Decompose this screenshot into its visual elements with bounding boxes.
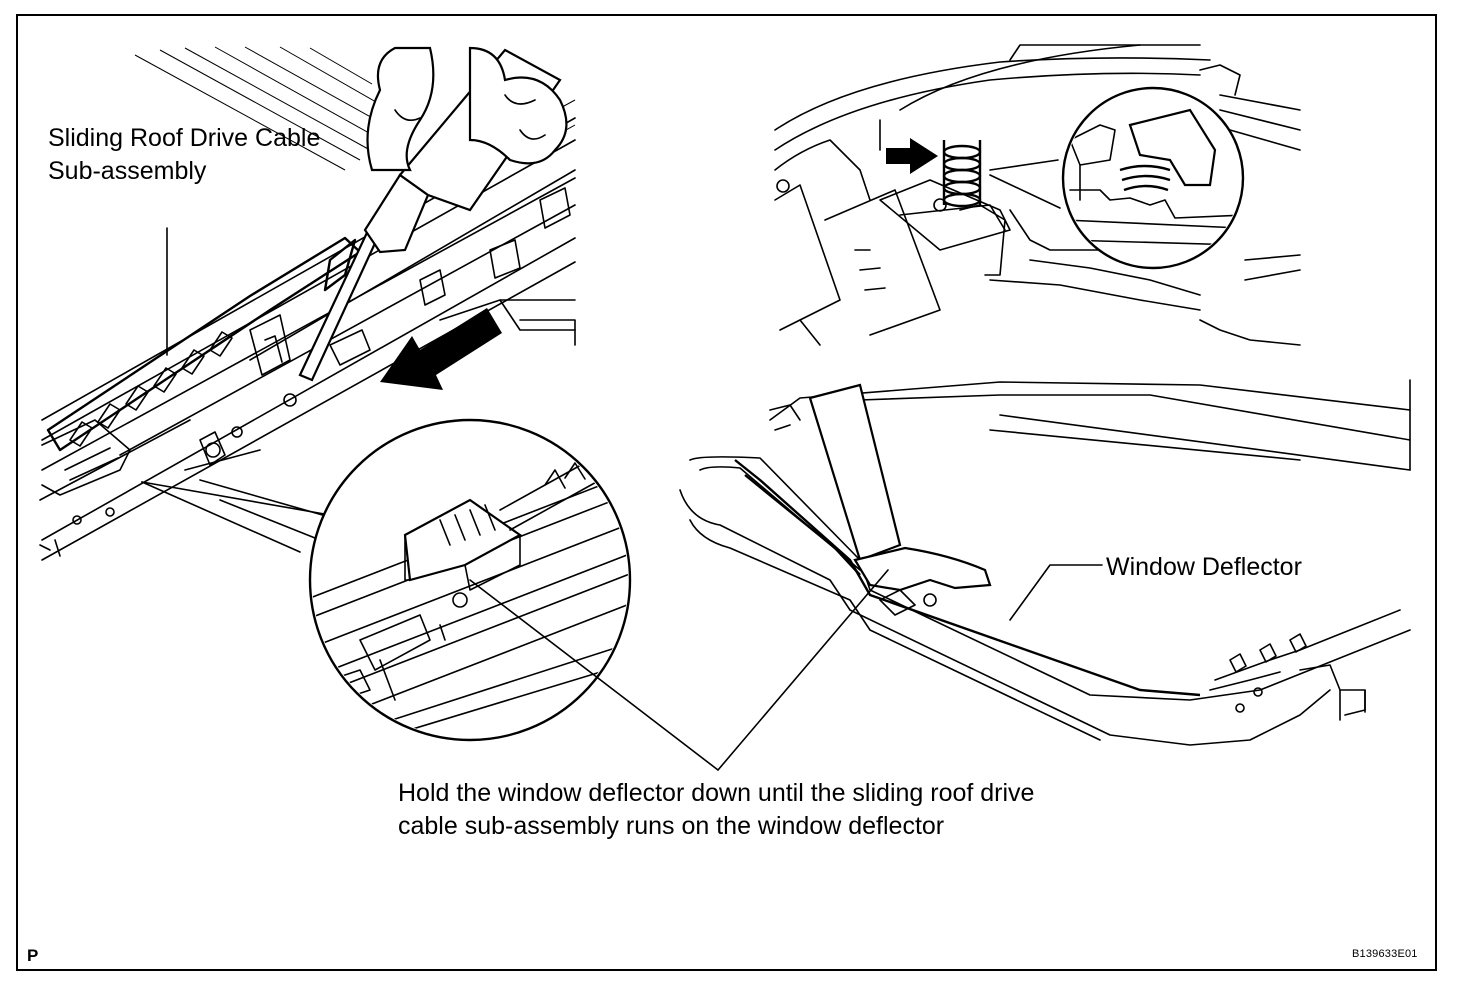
window-deflector-label: Window Deflector xyxy=(1106,553,1302,581)
zoom-circle-left xyxy=(141,418,632,742)
drive-cable-label: Sliding Roof Drive Cable Sub-assembly xyxy=(48,124,321,185)
right-bottom-view xyxy=(679,379,1411,746)
spring xyxy=(942,140,982,208)
figure-code: B139633E01 xyxy=(1352,948,1418,960)
corner-mark: P xyxy=(27,946,39,965)
instruction-text: Hold the window deflector down until the… xyxy=(398,779,1035,840)
right-top-view xyxy=(774,44,1301,346)
screwdriver xyxy=(298,46,568,382)
press-arrow-icon xyxy=(886,138,938,174)
figure-frame xyxy=(16,14,1437,971)
push-arrow-icon xyxy=(380,308,502,390)
